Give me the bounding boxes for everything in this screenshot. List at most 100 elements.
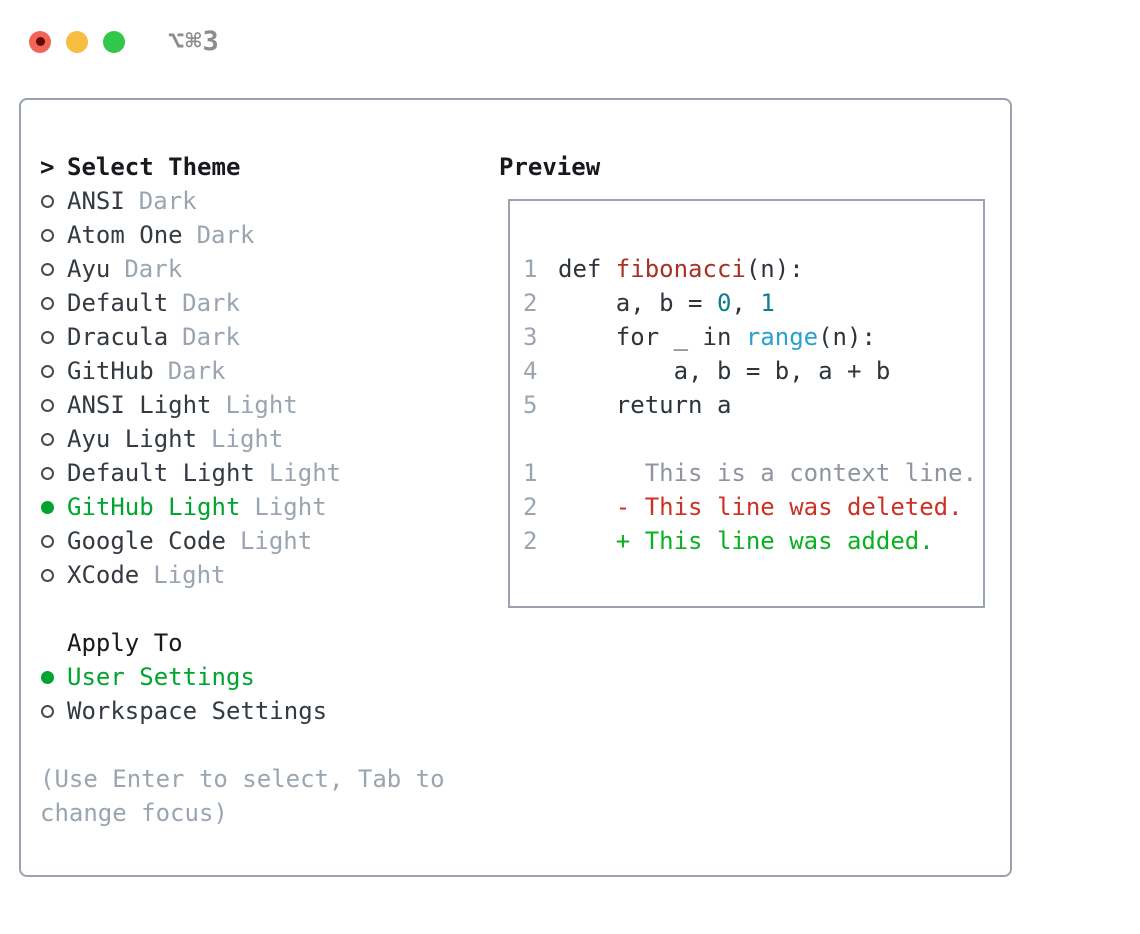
theme-option[interactable]: ANSI Light Light [40, 388, 490, 422]
theme-name: Atom One [67, 221, 183, 249]
apply-option-name: Workspace Settings [67, 697, 328, 725]
theme-option[interactable]: XCode Light [40, 558, 490, 592]
code-token: , [731, 289, 761, 317]
line-text: def fibonacci(n): [558, 255, 804, 283]
radio-icon [40, 466, 67, 480]
spacer [40, 592, 490, 626]
theme-list: ANSI Dark Atom One Dark Ayu Dark Default… [40, 184, 490, 592]
radio-icon [40, 330, 67, 344]
theme-option[interactable]: GitHub Dark [40, 354, 490, 388]
code-token: a, b = b, a + b [558, 357, 891, 385]
preview-line: 5 return a [523, 388, 983, 422]
spacer [40, 728, 490, 762]
apply-to-heading: Apply To [40, 626, 490, 660]
code-token: a, b = [558, 289, 717, 317]
theme-dialog-panel: > Select Theme ANSI Dark Atom One Dark A… [19, 98, 1012, 877]
theme-variant-tag: Dark [138, 187, 197, 215]
apply-option[interactable]: Workspace Settings [40, 694, 490, 728]
theme-option[interactable]: Google Code Light [40, 524, 490, 558]
preview-line: 1 This is a context line. [523, 456, 983, 490]
preview-line: 3 for _ in range(n): [523, 320, 983, 354]
theme-option[interactable]: Dracula Dark [40, 320, 490, 354]
code-token: 1 [760, 289, 775, 317]
theme-variant-tag: Dark [124, 255, 183, 283]
theme-option[interactable]: ANSI Dark [40, 184, 490, 218]
line-text: return a [558, 391, 732, 419]
theme-option[interactable]: Default Dark [40, 286, 490, 320]
line-text: for _ in range(n): [558, 323, 876, 351]
theme-name: GitHub [67, 357, 154, 385]
line-number: 1 [523, 255, 538, 283]
preview-line: 2 + This line was added. [523, 524, 983, 558]
theme-variant-tag: Light [225, 391, 298, 419]
radio-icon [40, 670, 67, 684]
focus-caret-icon: > [40, 153, 55, 181]
radio-icon [40, 534, 67, 548]
code-token: range [745, 323, 819, 351]
line-number: 2 [523, 527, 538, 555]
theme-name: Ayu [67, 255, 111, 283]
keyboard-hint-text: (Use Enter to select, Tab to change focu… [40, 765, 445, 827]
preview-line: 2 - This line was deleted. [523, 490, 983, 524]
line-number: 3 [523, 323, 538, 351]
apply-option-name: User Settings [67, 663, 255, 691]
spacer [523, 422, 983, 456]
line-text: - This line was deleted. [558, 493, 963, 521]
titlebar: ⌥⌘3 [29, 26, 220, 57]
theme-name: XCode [67, 561, 140, 589]
theme-name: Dracula [67, 323, 169, 351]
code-token: for _ in [558, 323, 746, 351]
radio-icon [40, 704, 67, 718]
theme-name: GitHub Light [67, 493, 241, 521]
theme-variant-tag: Light [268, 459, 342, 487]
select-theme-heading-label: Select Theme [67, 153, 241, 181]
code-token: return a [558, 391, 732, 419]
radio-icon [40, 432, 67, 446]
theme-variant-tag: Light [211, 425, 284, 453]
zoom-button[interactable] [103, 30, 125, 53]
select-theme-heading: > Select Theme [40, 150, 490, 184]
preview-line: 4 a, b = b, a + b [523, 354, 983, 388]
radio-icon [40, 194, 67, 208]
preview-line: 1 def fibonacci(n): [523, 252, 983, 286]
radio-icon [40, 296, 67, 310]
window-title: ⌥⌘3 [168, 26, 220, 57]
theme-variant-tag: Dark [167, 357, 226, 385]
theme-name: Default [67, 289, 169, 317]
theme-option[interactable]: Ayu Dark [40, 252, 490, 286]
radio-icon [40, 568, 67, 582]
apply-option[interactable]: User Settings [40, 660, 490, 694]
radio-icon [40, 228, 67, 242]
theme-picker: > Select Theme ANSI Dark Atom One Dark A… [40, 150, 490, 830]
radio-icon [40, 398, 67, 412]
code-token: 0 [716, 289, 732, 317]
preview-heading: Preview [499, 153, 601, 181]
code-preview: 1 def fibonacci(n): 2 a, b = 0, 1 3 for … [523, 252, 983, 422]
radio-icon [40, 500, 67, 514]
theme-variant-tag: Dark [182, 323, 240, 351]
theme-option[interactable]: Ayu Light Light [40, 422, 490, 456]
theme-name: Default Light [67, 459, 255, 487]
theme-variant-tag: Light [153, 561, 226, 589]
close-button[interactable] [29, 30, 51, 53]
code-token: (n): [818, 323, 876, 351]
code-token: (n): [745, 255, 804, 283]
radio-icon [40, 262, 67, 276]
line-number: 4 [523, 357, 538, 385]
line-text: This is a context line. [558, 459, 978, 487]
theme-option[interactable]: Default Light Light [40, 456, 490, 490]
minimize-button[interactable] [66, 30, 88, 53]
theme-option[interactable]: GitHub Light Light [40, 490, 490, 524]
preview-section: Preview 1 def fibonacci(n): 2 a, b = 0, … [499, 150, 985, 608]
radio-icon [40, 364, 67, 378]
line-number: 5 [523, 391, 538, 419]
theme-option[interactable]: Atom One Dark [40, 218, 490, 252]
theme-name: Ayu Light [67, 425, 198, 453]
theme-name: ANSI [67, 187, 125, 215]
theme-variant-tag: Dark [196, 221, 255, 249]
preview-line: 2 a, b = 0, 1 [523, 286, 983, 320]
code-token: def [558, 255, 616, 283]
line-number: 2 [523, 289, 538, 317]
theme-name: Google Code [67, 527, 226, 555]
line-text: a, b = b, a + b [558, 357, 891, 385]
